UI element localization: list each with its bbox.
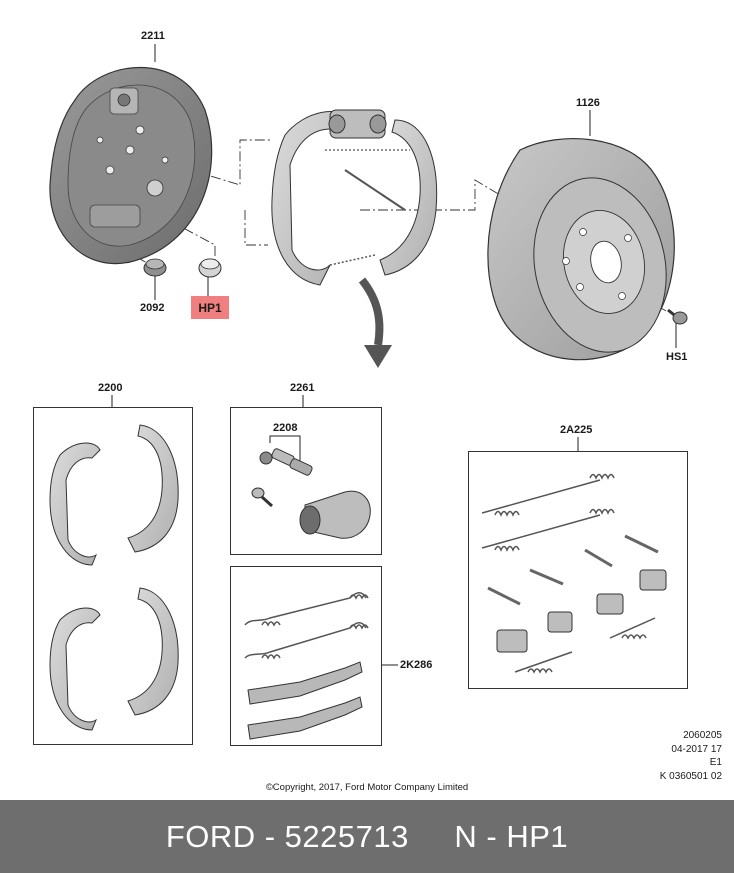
brake-shoe-assembly xyxy=(271,109,438,286)
brake-drum xyxy=(487,137,675,361)
spring-kit-box xyxy=(468,451,688,689)
callout-shoe-kit: 2200 xyxy=(98,382,123,394)
shoe-kit-box xyxy=(33,407,193,745)
callout-bleeder: 2208 xyxy=(273,422,298,434)
plug-part xyxy=(143,258,167,277)
callout-backing-plate: 2211 xyxy=(141,30,165,42)
adjuster-kit-box xyxy=(230,566,382,746)
callout-hp1-highlight: HP1 xyxy=(191,296,229,319)
hp1-plug-part xyxy=(198,258,222,278)
info-line-2: 04-2017 17 xyxy=(671,743,722,755)
diagram-info: 2060205 04-2017 17 E1 K 0360501 02 xyxy=(660,729,722,783)
callout-hs1: HS1 xyxy=(666,351,688,363)
copyright-notice: ©Copyright, 2017, Ford Motor Company Lim… xyxy=(265,782,469,793)
info-line-3: E1 xyxy=(709,757,722,768)
callout-spring-kit: 2A225 xyxy=(560,424,593,436)
hs1-screw-part xyxy=(667,308,688,325)
footer-bar: FORD - 5225713 N - HP1 xyxy=(0,800,734,873)
assembly-arrow-icon xyxy=(358,277,392,368)
callout-adjuster-kit: 2K286 xyxy=(400,659,433,671)
adjuster-kit-parts xyxy=(244,592,369,740)
info-line-1: 2060205 xyxy=(683,730,722,741)
callout-wheel-cylinder-kit: 2261 xyxy=(290,382,315,394)
backing-plate xyxy=(49,66,213,265)
spring-kit-parts xyxy=(481,473,667,674)
exploded-brake-diagram xyxy=(49,44,688,740)
callout-brake-drum: 1126 xyxy=(576,97,600,109)
wheel-cylinder-parts xyxy=(251,435,371,539)
callout-plug: 2092 xyxy=(140,302,165,314)
wheel-cylinder-kit-box xyxy=(230,407,382,555)
info-line-4: K 0360501 02 xyxy=(659,770,722,782)
shoe-kit-parts xyxy=(49,424,179,731)
footer-part-number: FORD - 5225713 N - HP1 xyxy=(165,818,569,854)
